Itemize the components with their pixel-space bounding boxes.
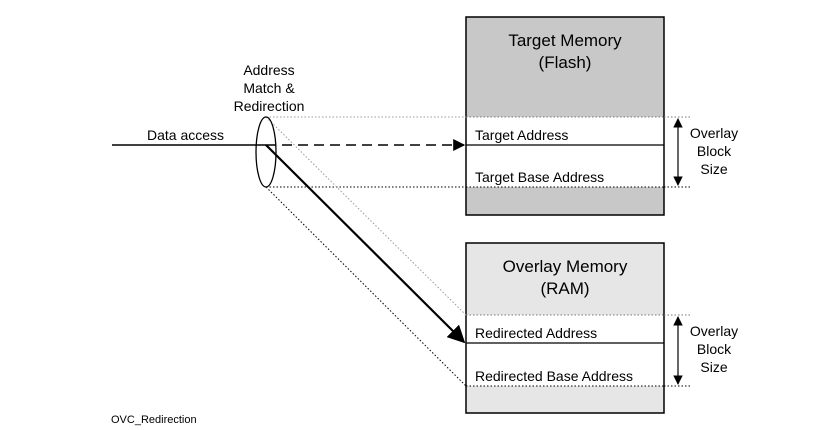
redirect-arrow: [265, 144, 466, 344]
overlay-memory-header: [466, 243, 664, 315]
projection-lines: [265, 116, 467, 387]
block-size-top-line2: Block: [697, 143, 732, 159]
redirected-address-label: Redirected Address: [475, 325, 597, 341]
address-match-ellipse: [255, 116, 277, 188]
block-size-top-line3: Size: [700, 161, 727, 177]
redirected-base-address-label: Redirected Base Address: [475, 368, 633, 384]
target-memory-title-line2: (Flash): [539, 53, 592, 72]
block-size-indicator-bottom: Overlay Block Size: [664, 314, 738, 387]
target-memory-outline: [465, 16, 665, 216]
projection-top-to-overlay: [265, 116, 467, 316]
figure-id-label: OVC_Redirection: [111, 414, 197, 426]
block-size-top-line1: Overlay: [690, 125, 738, 141]
block-size-bottom-line2: Block: [697, 341, 732, 357]
data-access-label: Data access: [147, 127, 224, 143]
projection-bottom-to-overlay: [265, 186, 467, 387]
target-memory-title-line1: Target Memory: [508, 31, 622, 50]
match-label-line2: Match &: [243, 80, 295, 96]
overlay-memory-title-line1: Overlay Memory: [503, 257, 628, 276]
overlay-memory-block: Overlay Memory (RAM) Redirected Address …: [465, 242, 665, 414]
target-memory-block: Target Memory (Flash) Target Address Tar…: [465, 16, 665, 216]
target-memory-header: [466, 17, 664, 117]
match-label-line3: Redirection: [234, 98, 305, 114]
block-size-bottom-line1: Overlay: [690, 323, 738, 339]
block-size-indicator-top: Overlay Block Size: [664, 116, 738, 188]
match-label-line1: Address: [243, 62, 294, 78]
target-memory-footer: [466, 187, 664, 215]
target-address-label: Target Address: [475, 127, 568, 143]
overlay-memory-title-line2: (RAM): [540, 279, 589, 298]
overlay-memory-footer: [466, 386, 664, 413]
overlay-memory-outline: [465, 242, 665, 414]
target-base-address-label: Target Base Address: [475, 169, 604, 185]
block-size-bottom-line3: Size: [700, 359, 727, 375]
